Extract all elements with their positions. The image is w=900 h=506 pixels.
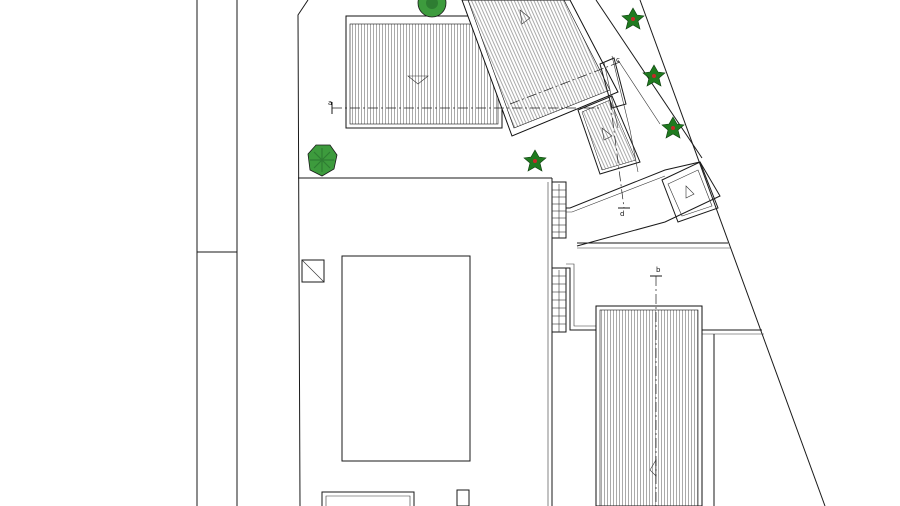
stairs-upper [551, 181, 567, 239]
planter-box [661, 161, 719, 223]
stairs-lower [551, 267, 567, 333]
tree-top-center [417, 0, 447, 18]
tree-3 [661, 116, 685, 139]
upper-terrace [298, 177, 553, 506]
section-mark-c: c [616, 56, 620, 64]
tree-left-terrace [307, 144, 338, 177]
section-mark-a: a [328, 99, 332, 107]
pool-equipment-box [301, 259, 325, 283]
road-strip [196, 0, 238, 506]
tree-2 [642, 64, 666, 87]
slope-arrow-icon [519, 9, 531, 25]
slope-arrow-icon [407, 75, 429, 85]
slope-arrow-icon [601, 127, 613, 141]
pool [341, 255, 471, 462]
section-mark-d: d [620, 210, 624, 218]
plot-boundary [297, 0, 826, 506]
roof-lower-right [595, 305, 703, 506]
tree-1 [621, 7, 645, 30]
slope-arrow-icon [649, 458, 657, 477]
roof-rotated-main [461, 0, 641, 175]
tree-4 [523, 149, 547, 172]
section-lines: a c d b [328, 56, 662, 506]
lower-walls [321, 489, 470, 506]
section-mark-b: b [656, 266, 661, 274]
